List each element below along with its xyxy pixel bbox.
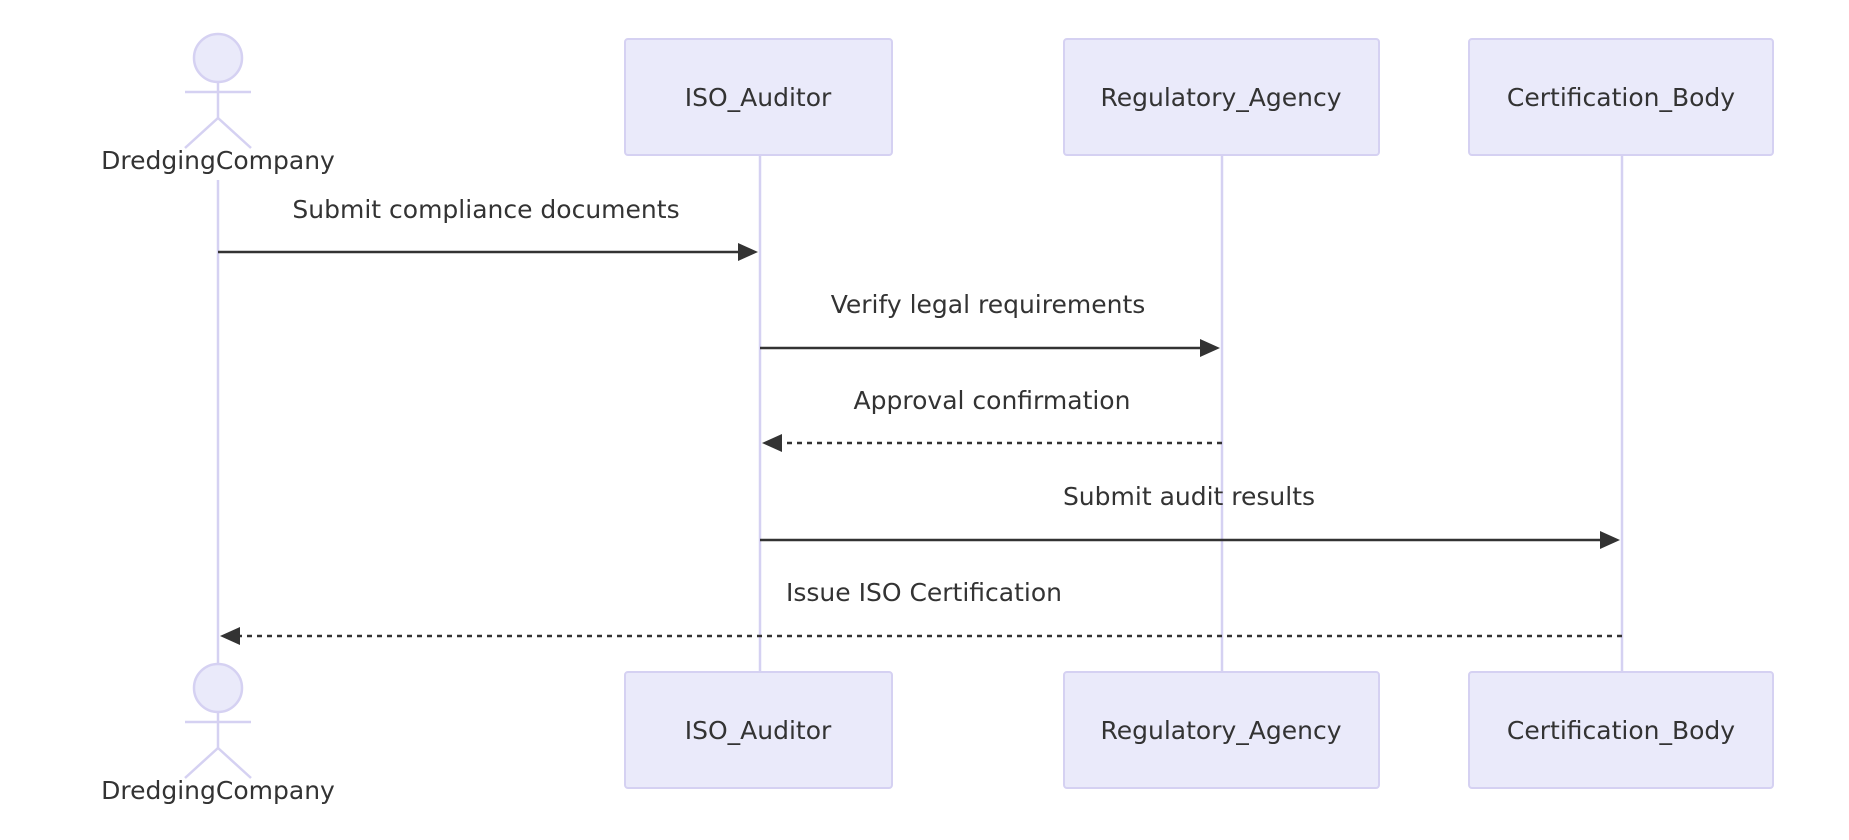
participant-iso-auditor-top: ISO_Auditor <box>624 38 893 156</box>
lifelines <box>216 155 1624 672</box>
participant-certification-body-top: Certification_Body <box>1468 38 1774 156</box>
message-label: Submit compliance documents <box>292 195 679 224</box>
arrowhead-right <box>738 243 758 261</box>
arrowhead-right <box>1600 531 1620 549</box>
participant-name: ISO_Auditor <box>685 716 832 745</box>
message-submit-compliance-documents: Submit compliance documents <box>218 195 758 261</box>
participant-name: Certification_Body <box>1507 83 1735 112</box>
participant-name: Regulatory_Agency <box>1100 83 1341 112</box>
actor-icon <box>184 662 252 779</box>
message-label: Submit audit results <box>1063 482 1315 511</box>
message-label: Verify legal requirements <box>831 290 1146 319</box>
participant-name: Certification_Body <box>1507 716 1735 745</box>
actor-name-top: DredgingCompany <box>101 146 335 175</box>
actor-name-bottom: DredgingCompany <box>101 776 335 805</box>
message-issue-iso-certification: Issue ISO Certification <box>220 578 1622 645</box>
participant-iso-auditor-bottom: ISO_Auditor <box>624 671 893 789</box>
arrowhead-left <box>762 434 782 452</box>
message-approval-confirmation: Approval confirmation <box>762 386 1222 452</box>
participant-certification-body-bottom: Certification_Body <box>1468 671 1774 789</box>
message-verify-legal-requirements: Verify legal requirements <box>760 290 1220 357</box>
participant-regulatory-agency-bottom: Regulatory_Agency <box>1063 671 1380 789</box>
participant-name: ISO_Auditor <box>685 83 832 112</box>
message-label: Approval confirmation <box>854 386 1131 415</box>
arrowhead-left <box>220 627 240 645</box>
participant-name: Regulatory_Agency <box>1100 716 1341 745</box>
message-label: Issue ISO Certification <box>786 578 1062 607</box>
message-submit-audit-results: Submit audit results <box>760 482 1620 549</box>
actor-top: DredgingCompany <box>101 32 335 175</box>
arrowhead-right <box>1200 339 1220 357</box>
actor-icon <box>184 32 252 149</box>
participant-regulatory-agency-top: Regulatory_Agency <box>1063 38 1380 156</box>
actor-bottom: DredgingCompany <box>101 662 335 805</box>
